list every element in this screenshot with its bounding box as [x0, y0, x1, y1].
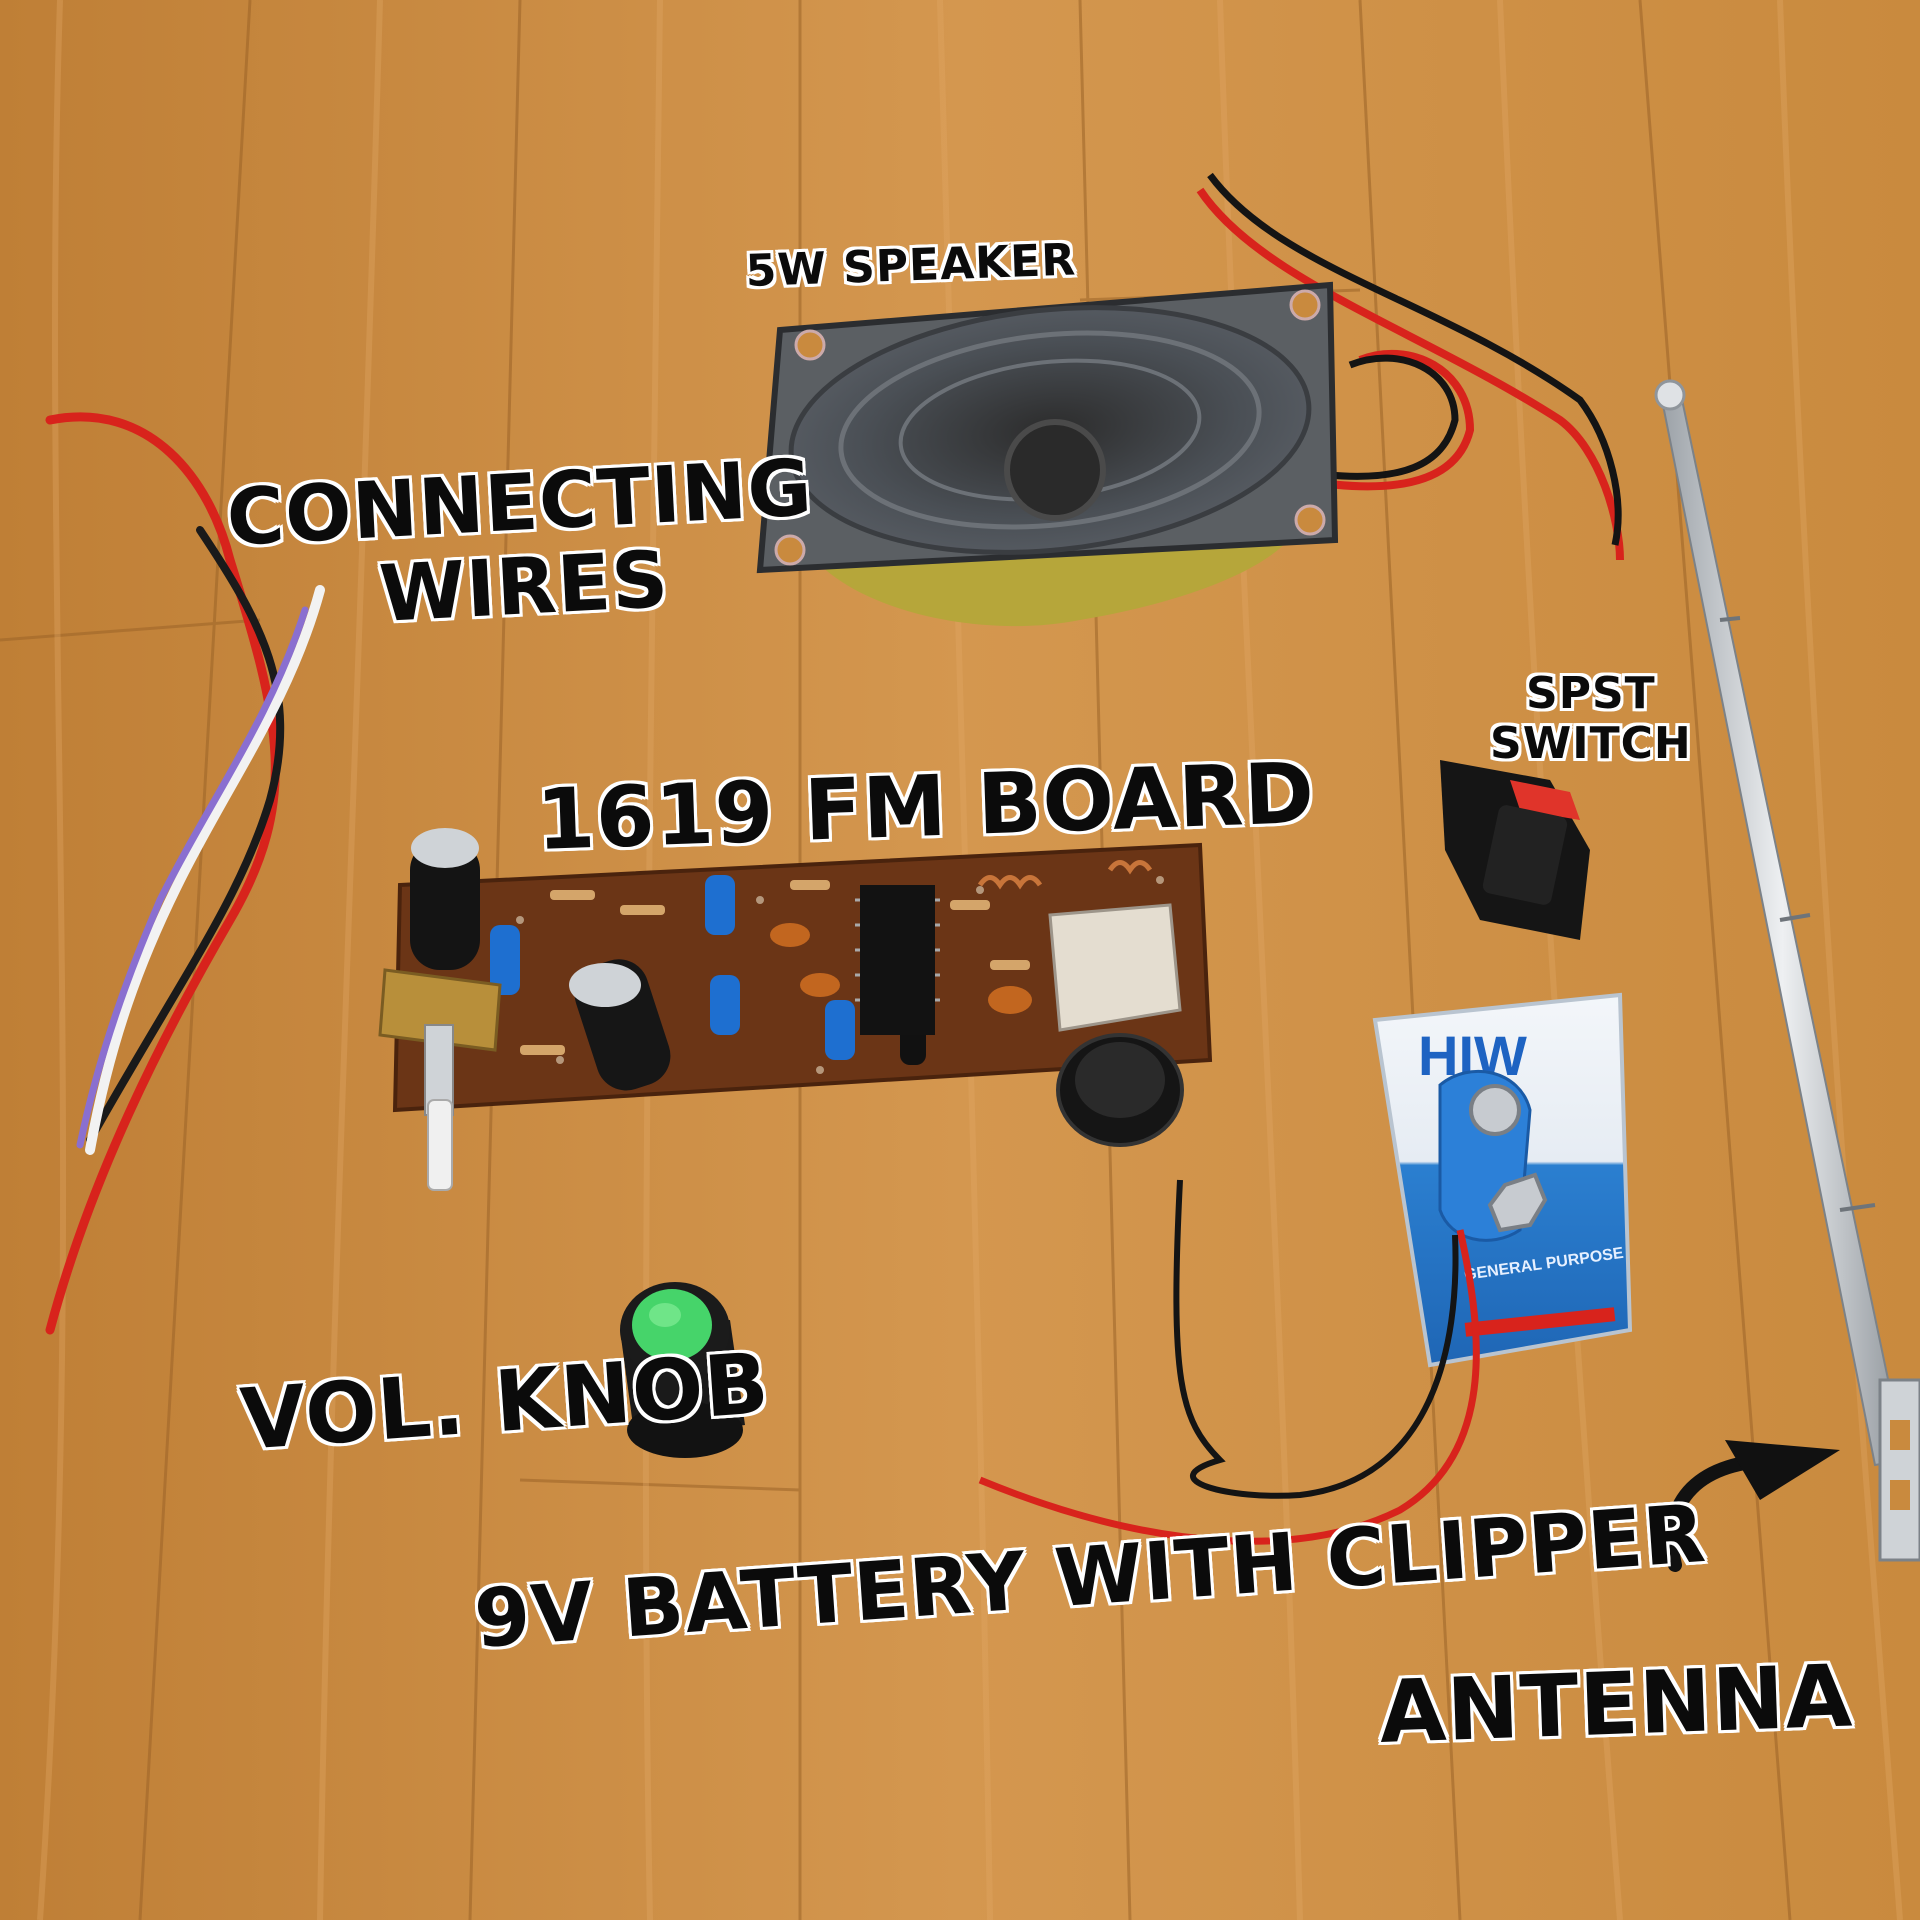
connecting-wires: [45, 412, 325, 1335]
volume-potentiometer: [378, 968, 502, 1052]
speaker-wire-black: [1207, 172, 1622, 546]
spst-switch: [1440, 760, 1590, 940]
label-spst-switch-line2: SWITCH: [1490, 718, 1692, 769]
label-spst-switch: SPST SWITCH: [1490, 672, 1692, 766]
battery: HIW GENERAL PURPOSE: [978, 992, 1633, 1545]
antenna: [1654, 379, 1920, 1562]
speaker-wire-red: [1196, 187, 1624, 561]
label-connecting-wires: CONNECTING WIRES: [225, 443, 819, 641]
tuning-gang: [1048, 903, 1182, 1032]
clipper-wire-black: [1173, 1179, 1459, 1499]
fm-board: [378, 828, 1213, 1191]
label-speaker: 5W SPEAKER: [744, 234, 1077, 297]
label-antenna: ANTENNA: [1377, 1646, 1855, 1763]
vol-knob: [620, 1282, 745, 1458]
label-spst-switch-line1: SPST: [1526, 668, 1656, 719]
label-fm-board: 1619 FM BOARD: [534, 743, 1317, 869]
speaker: [756, 172, 1624, 627]
clipper-wire-red: [978, 1229, 1480, 1545]
arrow-head-icon: [1725, 1440, 1840, 1500]
